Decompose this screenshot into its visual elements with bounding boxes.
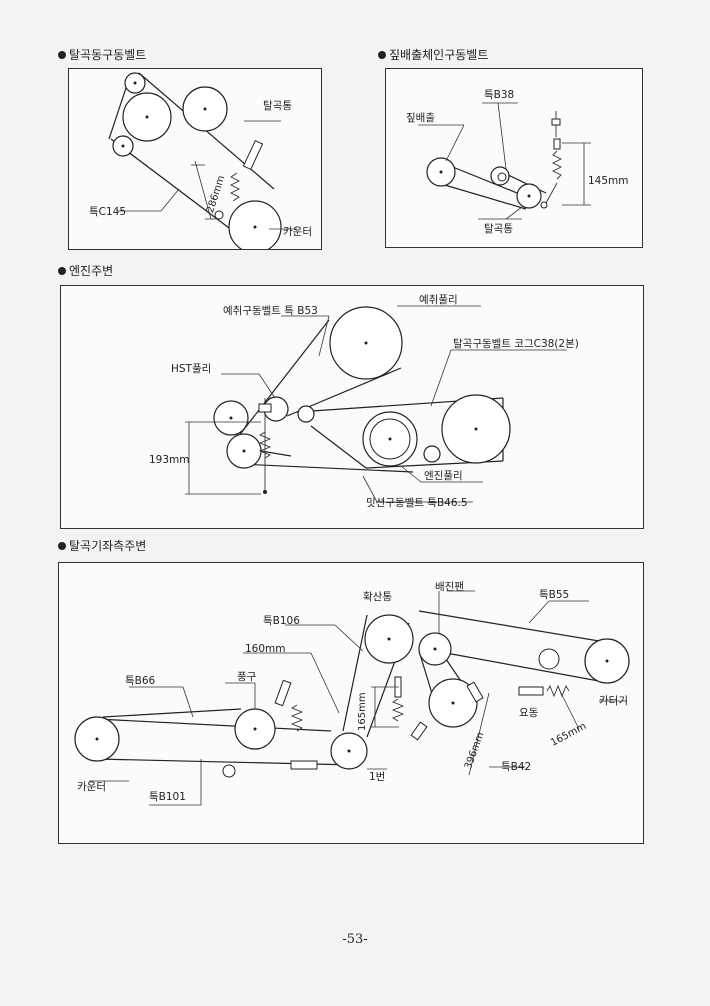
diagram-threshing-drum-belt: 탈곡통 286mm 특C145 카운터: [68, 68, 322, 250]
label-165mm-vertical: 165mm: [357, 692, 368, 731]
label-preclean-pulley: 예취풀리: [419, 294, 458, 306]
label-shaker: 요동: [519, 707, 539, 719]
label-fan: 배진팬: [435, 581, 464, 593]
diagram-straw-chain-belt: 특B38 짚배출 145mm 탈곡통: [385, 68, 643, 248]
label-b55: 특B55: [539, 589, 570, 601]
section-title-engine-area: 엔진주변: [58, 262, 113, 279]
label-blower: 풍구: [237, 671, 257, 683]
diagram-thresher-left: 확산통 배진팬 특B55 특B106 160mm 특B66 풍구 165mm 요…: [58, 562, 644, 844]
label-145mm: 145mm: [588, 175, 629, 187]
belt-diagram-2: [418, 102, 591, 220]
label-spread-drum: 확산통: [363, 591, 392, 603]
bullet-icon: [378, 50, 386, 59]
belt-diagram-1: [108, 72, 297, 249]
label-drum: 탈곡통: [484, 223, 513, 235]
section-title-threshing-drum-belt: 탈곡동구동벨트: [58, 46, 146, 63]
pulley-idler: [423, 445, 441, 463]
label-b101: 특B101: [149, 791, 186, 803]
bullet-icon: [58, 50, 66, 59]
label-cutter: 카터기: [599, 695, 628, 707]
bullet-icon: [58, 266, 66, 275]
label-mission-belt: 밋션구동벨트 특B46.5: [366, 497, 468, 509]
pulley-small-b: [297, 405, 315, 423]
label-no1: 1번: [369, 771, 386, 783]
section-title-text: 짚배출체인구동벨트: [389, 48, 489, 62]
section-title-text: 탈곡기좌측주변: [69, 539, 147, 553]
page-number: -53-: [342, 932, 368, 947]
label-b106: 특B106: [263, 615, 300, 627]
pulley-counter: [228, 200, 282, 249]
label-belt-c145: 특C145: [89, 206, 127, 218]
label-b42: 특B42: [501, 761, 532, 773]
label-straw-outlet: 짚배출: [406, 112, 435, 124]
section-title-thresher-left: 탈곡기좌측주변: [58, 537, 146, 554]
label-b66: 특B66: [125, 675, 156, 687]
section-title-text: 탈곡동구동벨트: [69, 48, 147, 62]
label-engine-pulley: 엔진풀리: [424, 470, 463, 482]
label-160mm: 160mm: [245, 643, 286, 655]
label-counter: 카운터: [77, 781, 106, 793]
diagram-engine-area: 예취구동벨트 특 B53 예취풀리 탈곡구동벨트 코그C38(2본) HST풀리…: [60, 285, 644, 529]
belt-diagram-3: [185, 305, 567, 503]
label-preclean-belt: 예취구동벨트 특 B53: [223, 305, 318, 317]
label-thresh-belt: 탈곡구동벨트 코그C38(2본): [453, 338, 579, 350]
label-193mm: 193mm: [149, 454, 190, 466]
label-counter: 카운터: [283, 226, 312, 238]
section-title-text: 엔진주변: [69, 264, 114, 278]
section-title-straw-chain-belt: 짚배출체인구동벨트: [378, 46, 488, 63]
label-drum: 탈곡통: [263, 100, 292, 112]
label-belt-b38: 특B38: [484, 89, 515, 101]
bullet-icon: [58, 541, 66, 550]
belt-diagram-4: [74, 590, 630, 806]
label-hst-pulley: HST풀리: [171, 363, 212, 375]
